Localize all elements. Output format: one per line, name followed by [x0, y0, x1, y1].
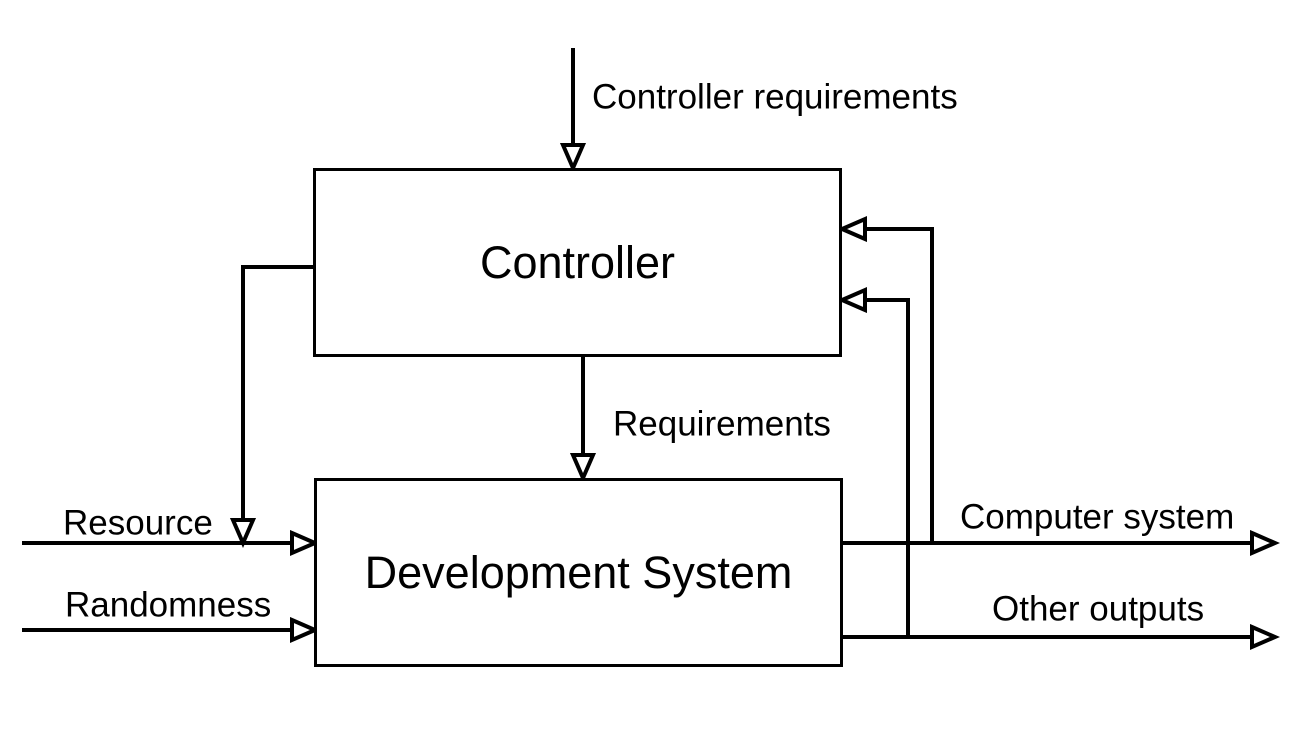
edge-feedback-computer-system-arrow	[866, 229, 934, 543]
node-development-system-label: Development System	[364, 546, 793, 598]
edge-label-other-outputs: Other outputs	[992, 589, 1205, 629]
edge-label-computer-system: Computer system	[960, 497, 1235, 537]
edge-label-randomness: Randomness	[65, 585, 272, 625]
edge-label-controller-requirements: Controller requirements	[592, 77, 958, 117]
edge-controller-to-resource-arrow	[243, 265, 313, 519]
node-controller: Controller	[313, 168, 842, 357]
edge-feedback-other-outputs-arrow	[866, 300, 910, 637]
edge-label-resource: Resource	[63, 503, 213, 543]
node-controller-label: Controller	[479, 236, 676, 288]
node-development-system: Development System	[314, 478, 843, 667]
edge-label-requirements: Requirements	[613, 404, 831, 444]
